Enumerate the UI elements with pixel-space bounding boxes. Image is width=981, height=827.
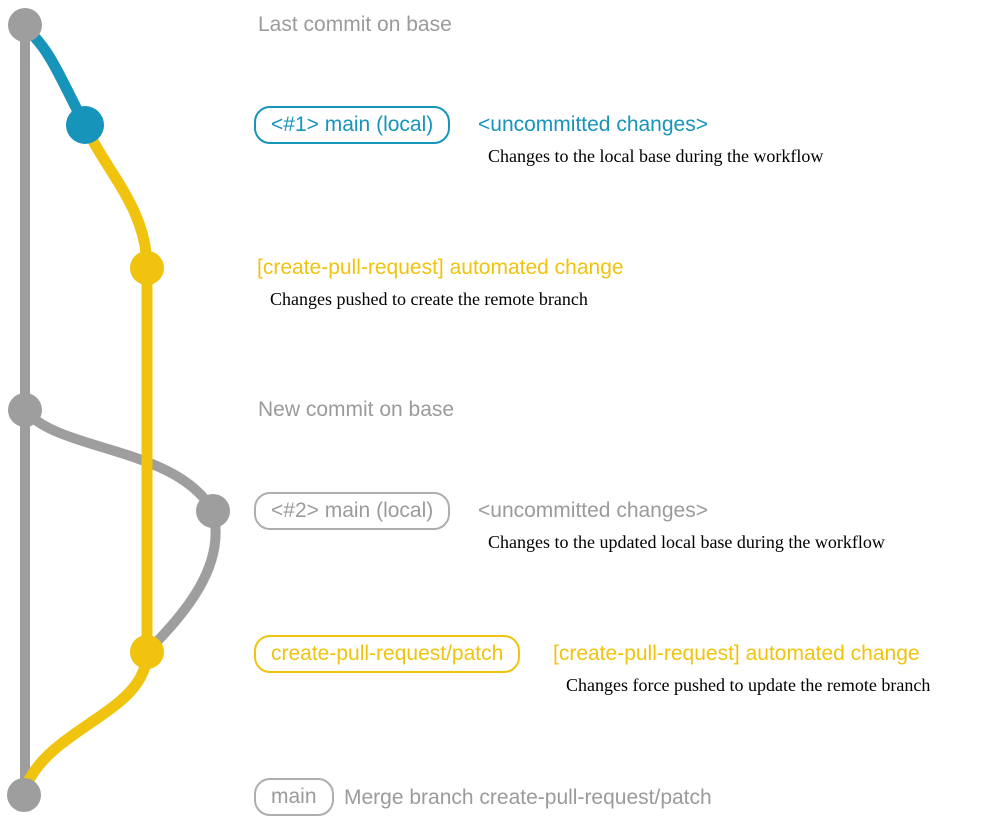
branch1-description: Changes to the local base during the wor… — [488, 146, 824, 166]
commit-node-local-2 — [196, 494, 230, 528]
branch2-pill: <#2> main (local) — [254, 492, 451, 530]
commit-node-base-top — [8, 8, 42, 42]
commit1-description: Changes pushed to create the remote bran… — [270, 289, 588, 309]
commit2-label: [create-pull-request] automated change — [553, 642, 920, 665]
commit-node-patch-2 — [130, 635, 164, 669]
main-branch-pill: main — [254, 778, 334, 816]
branch2-description: Changes to the updated local base during… — [488, 532, 885, 552]
merge-commit-label: Merge branch create-pull-request/patch — [344, 786, 712, 809]
patch-branch-pill: create-pull-request/patch — [254, 635, 521, 673]
commit-node-local-1 — [66, 106, 104, 144]
commit-node-patch-1 — [130, 251, 164, 285]
commit2-description: Changes force pushed to update the remot… — [566, 675, 931, 695]
commit-node-merge — [7, 778, 41, 812]
branch2-status: <uncommitted changes> — [478, 499, 708, 522]
branch1-pill: <#1> main (local) — [254, 106, 451, 144]
rebase-edge — [20, 405, 221, 657]
commit-node-base-new — [8, 393, 42, 427]
commit1-label: [create-pull-request] automated change — [257, 256, 624, 279]
new-commit-annotation: New commit on base — [258, 398, 455, 421]
last-commit-annotation: Last commit on base — [258, 13, 452, 36]
branch1-status: <uncommitted changes> — [478, 113, 708, 136]
